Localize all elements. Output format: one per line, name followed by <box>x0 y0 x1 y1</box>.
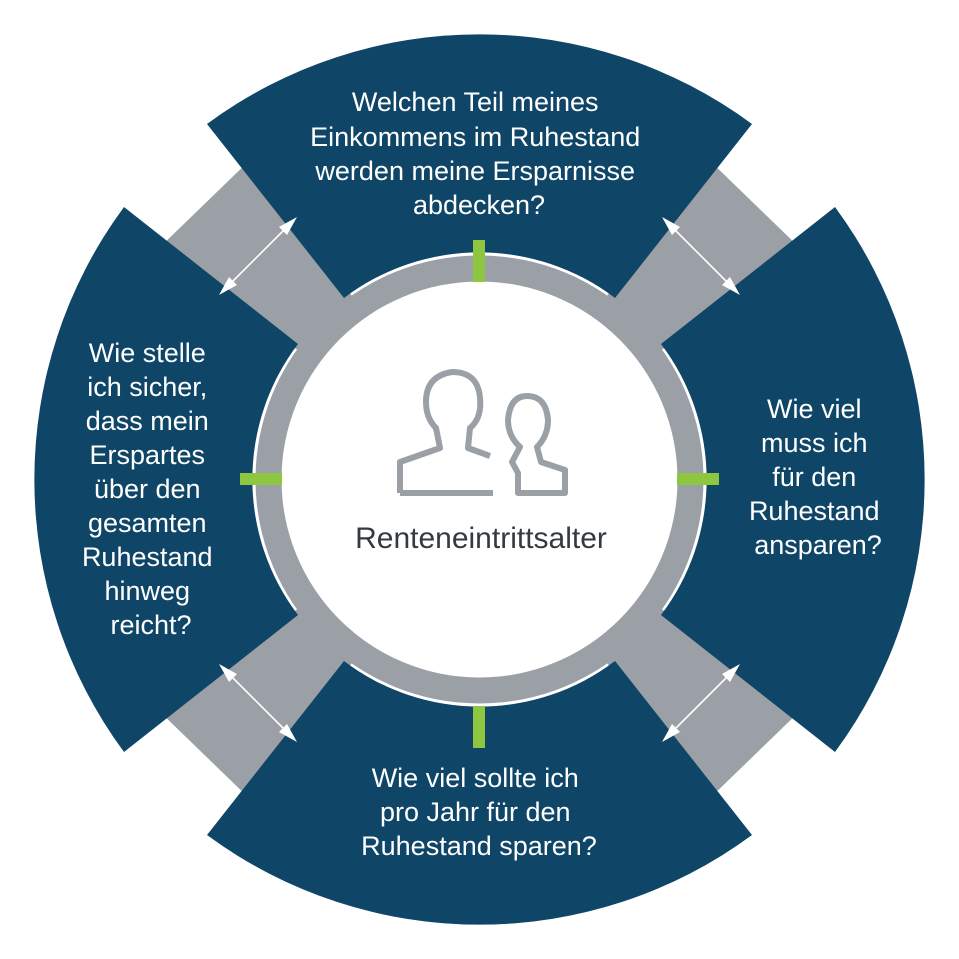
ring-segments <box>34 34 925 925</box>
double-arrow-icon <box>219 664 297 742</box>
marker-bottom <box>473 706 485 748</box>
double-arrow-icon <box>662 217 740 295</box>
marker-right <box>677 473 719 485</box>
arrows <box>219 217 740 742</box>
marker-left <box>240 473 282 485</box>
center-label: Renteneintrittsalter <box>355 522 607 555</box>
segment-right[interactable] <box>661 207 925 752</box>
marker-top <box>473 240 485 282</box>
question-left: Wie stelle ich sicher, dass mein Erspart… <box>82 338 220 640</box>
question-bottom: Wie viel sollte ich pro Jahr für den Ruh… <box>361 763 597 861</box>
double-arrow-icon <box>662 664 740 742</box>
connector-band-top-right <box>597 157 803 360</box>
segment-bottom[interactable] <box>207 661 752 925</box>
ring-markers <box>240 240 719 748</box>
connector-band-top-left <box>156 157 362 360</box>
connector-bands <box>156 157 803 802</box>
double-arrow-icon <box>219 217 297 295</box>
segment-top[interactable] <box>207 34 752 298</box>
two-people-icon <box>397 369 568 496</box>
question-top: Welchen Teil meines Einkommens im Ruhest… <box>310 87 648 220</box>
question-right: Wie viel muss ich für den Ruhestand ansp… <box>749 394 887 560</box>
connector-band-bottom-left <box>156 599 362 802</box>
connector-band-bottom-right <box>597 599 803 802</box>
segment-left[interactable] <box>34 207 299 752</box>
center-circle <box>281 281 678 678</box>
